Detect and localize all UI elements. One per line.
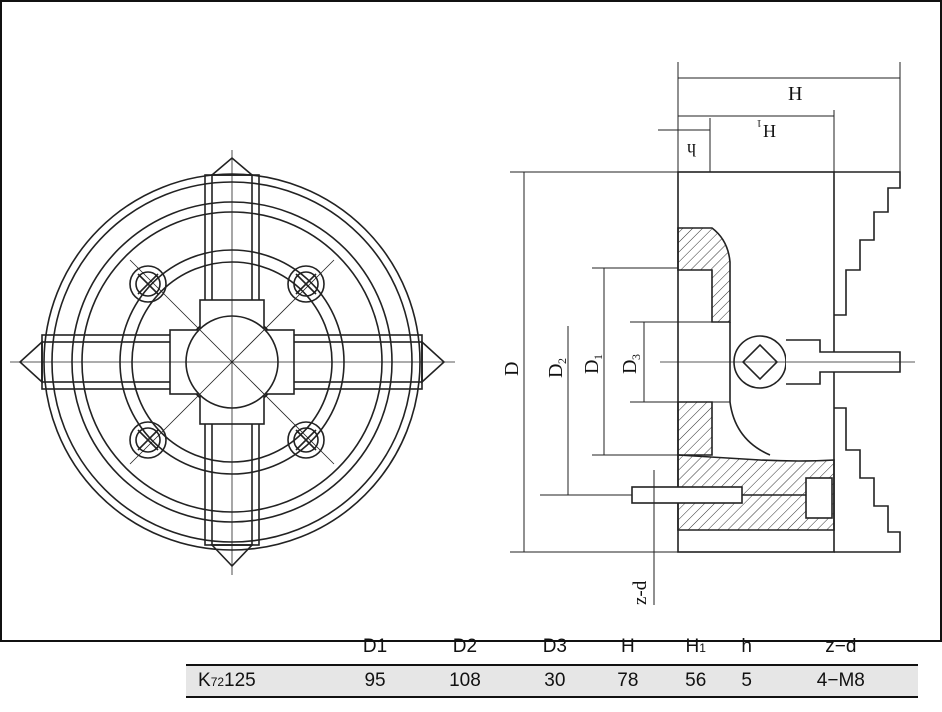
svg-text:3: 3 bbox=[629, 354, 643, 360]
table-row: K72125 95 108 30 78 56 5 4−M8 bbox=[186, 664, 918, 698]
cell-H: 78 bbox=[593, 664, 662, 698]
label-H: H bbox=[788, 83, 802, 105]
header-zd: z−d bbox=[825, 636, 857, 657]
label-D: D bbox=[501, 362, 523, 376]
bolt-hole-top-right bbox=[287, 265, 325, 303]
cell-H1: 56 bbox=[661, 664, 730, 698]
svg-text:1: 1 bbox=[591, 354, 605, 360]
bolt-hole-bottom-right bbox=[287, 421, 325, 459]
label-D1: D bbox=[581, 360, 603, 374]
cell-model: K72125 bbox=[186, 664, 336, 698]
spec-table-header-row: D1 D2 D3 H H1 h z−d bbox=[186, 630, 918, 665]
cell-h: 5 bbox=[729, 664, 764, 698]
side-section-view bbox=[631, 171, 915, 553]
header-model bbox=[186, 630, 336, 665]
bolt-hole-top-left bbox=[129, 265, 167, 303]
cell-zd: 4−M8 bbox=[763, 664, 918, 698]
front-view bbox=[10, 150, 455, 575]
label-H1: H bbox=[763, 121, 776, 141]
drawing-border bbox=[0, 0, 942, 642]
header-H1: H1 bbox=[685, 636, 706, 657]
label-zd: z-d bbox=[630, 580, 651, 605]
header-D2: D2 bbox=[452, 636, 478, 657]
svg-text:1: 1 bbox=[757, 117, 763, 129]
label-D3: D bbox=[619, 360, 641, 374]
label-D2: D bbox=[545, 364, 567, 378]
dimension-lines bbox=[510, 62, 901, 605]
header-D3: D3 bbox=[542, 636, 567, 657]
cell-D2: 108 bbox=[414, 664, 516, 698]
svg-text:2: 2 bbox=[555, 358, 569, 364]
header-D1: D1 bbox=[362, 636, 388, 657]
bolt-hole-bottom-left bbox=[129, 421, 167, 459]
header-H: H bbox=[620, 636, 635, 657]
cell-D3: 30 bbox=[515, 664, 594, 698]
label-h: h bbox=[687, 140, 696, 160]
cell-D1: 95 bbox=[336, 664, 415, 698]
header-h: h bbox=[741, 636, 752, 657]
spec-table: D1 D2 D3 H H1 h z−d K72125 95 108 30 78 … bbox=[186, 630, 918, 698]
